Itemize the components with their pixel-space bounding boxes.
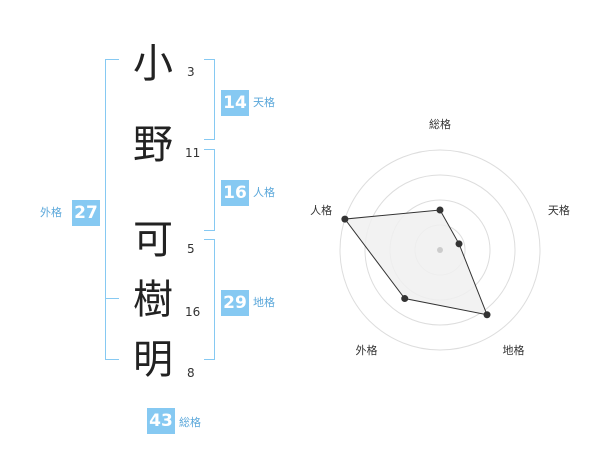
stroke-count-3: 5 <box>187 242 195 256</box>
gaikaku-bracket-divider <box>105 298 119 299</box>
name-char-4: 樹 <box>133 277 173 323</box>
chikaku-label: 地格 <box>253 296 275 309</box>
soukaku-label: 総格 <box>179 416 201 429</box>
gaikaku-value-badge: 27 <box>72 200 100 226</box>
radar-axis-label-chikaku: 地格 <box>502 344 525 358</box>
radar-point-3 <box>401 295 409 303</box>
radar-point-2 <box>483 311 491 319</box>
radar-ring <box>364 174 516 326</box>
stroke-count-2: 11 <box>185 146 201 160</box>
jinkaku-value-badge: 16 <box>221 180 249 206</box>
tenkaku-bracket <box>204 59 215 140</box>
tenkaku-label: 天格 <box>253 96 275 109</box>
name-char-2: 野 <box>133 122 173 168</box>
name-char-3: 可 <box>133 217 173 263</box>
radar-point-0 <box>436 206 444 214</box>
radar-axis-label-soukaku: 総格 <box>429 118 451 131</box>
tenkaku-value-badge: 14 <box>221 90 249 116</box>
radar-polygon <box>343 209 488 316</box>
jinkaku-bracket <box>204 149 215 231</box>
name-char-1: 小 <box>133 41 173 87</box>
name-char-5: 明 <box>133 337 173 383</box>
radar-axis-label-tenkaku: 天格 <box>547 204 570 218</box>
gaikaku-bracket <box>105 59 119 360</box>
radar-center-dot <box>437 247 443 253</box>
chikaku-bracket <box>204 239 215 360</box>
stroke-count-4: 16 <box>185 305 201 319</box>
stroke-count-5: 8 <box>187 366 195 380</box>
soukaku-value-badge: 43 <box>147 408 175 434</box>
radar-axis-label-gaikaku: 外格 <box>355 344 378 358</box>
radar-axis-label-jinkaku: 人格 <box>310 204 333 218</box>
jinkaku-label: 人格 <box>253 186 275 199</box>
chikaku-value-badge: 29 <box>221 290 249 316</box>
radar-ring <box>339 149 541 351</box>
radar-point-1 <box>455 240 463 248</box>
gaikaku-label: 外格 <box>40 206 62 219</box>
radar-point-4 <box>341 215 349 223</box>
stroke-count-1: 3 <box>187 65 195 79</box>
